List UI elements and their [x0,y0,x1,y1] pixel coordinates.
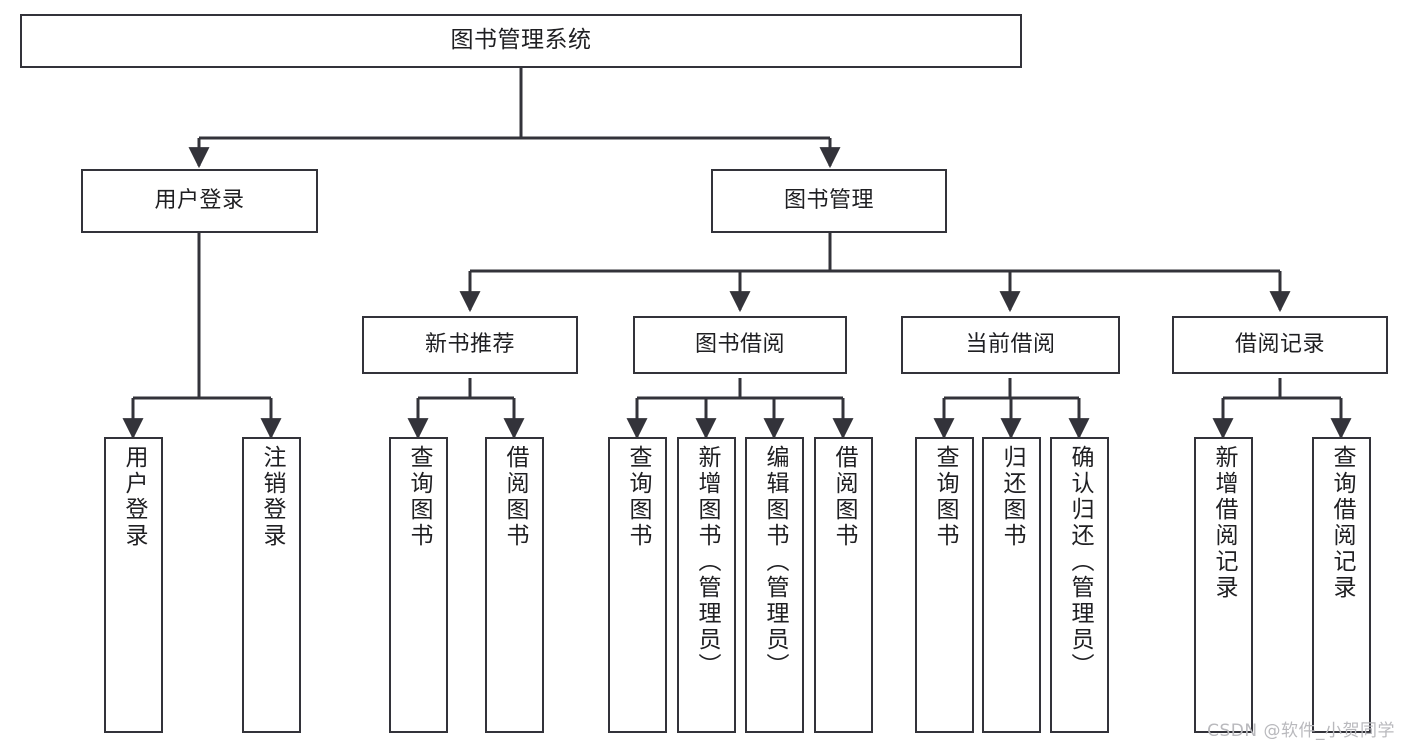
node-label: 查询图书 [932,445,958,549]
node-borrowing-record[interactable]: 借阅记录 [1172,316,1388,374]
node-leaf-borrow-record-query[interactable]: 查询借阅记录 [1312,437,1371,733]
node-label: 用户登录 [154,188,245,214]
node-label: 新增图书（管理员） [694,445,720,679]
node-label: 新增借阅记录 [1211,445,1237,601]
node-leaf-book-borrow-query[interactable]: 查询图书 [608,437,667,733]
node-label: 借阅图书 [831,445,857,549]
node-leaf-book-borrow-edit[interactable]: 编辑图书（管理员） [745,437,804,733]
node-label: 用户登录 [121,445,147,549]
node-label: 查询借阅记录 [1329,445,1355,601]
node-leaf-new-book-query[interactable]: 查询图书 [389,437,448,733]
node-label: 查询图书 [406,445,432,549]
node-label: 借阅图书 [502,445,528,549]
node-leaf-book-borrow-add[interactable]: 新增图书（管理员） [677,437,736,733]
node-label: 图书借阅 [694,332,785,358]
node-leaf-book-borrow-borrow[interactable]: 借阅图书 [814,437,873,733]
node-leaf-borrow-record-add[interactable]: 新增借阅记录 [1194,437,1253,733]
node-label: 确认归还（管理员） [1067,445,1093,679]
node-label: 当前借阅 [965,332,1056,358]
node-label: 新书推荐 [424,332,515,358]
node-leaf-user-login-signin[interactable]: 用户登录 [104,437,163,733]
node-leaf-current-borrow-return[interactable]: 归还图书 [982,437,1041,733]
node-leaf-new-book-borrow[interactable]: 借阅图书 [485,437,544,733]
node-book-management[interactable]: 图书管理 [711,169,947,233]
node-label: 图书管理 [783,188,874,214]
node-label: 归还图书 [999,445,1025,549]
watermark: CSDN @软件_小贺同学 [1207,721,1395,741]
node-label: 注销登录 [259,445,285,549]
node-new-book-recommendation[interactable]: 新书推荐 [362,316,578,374]
node-root-book-management-system[interactable]: 图书管理系统 [20,14,1022,68]
node-label: 编辑图书（管理员） [762,445,788,679]
node-leaf-user-login-signout[interactable]: 注销登录 [242,437,301,733]
node-current-borrowing[interactable]: 当前借阅 [901,316,1120,374]
node-label: 查询图书 [625,445,651,549]
node-user-login[interactable]: 用户登录 [81,169,318,233]
node-book-borrowing[interactable]: 图书借阅 [633,316,847,374]
node-label: 借阅记录 [1234,332,1325,358]
node-leaf-current-borrow-query[interactable]: 查询图书 [915,437,974,733]
node-label: 图书管理系统 [450,27,592,54]
node-leaf-current-borrow-confirm-return[interactable]: 确认归还（管理员） [1050,437,1109,733]
